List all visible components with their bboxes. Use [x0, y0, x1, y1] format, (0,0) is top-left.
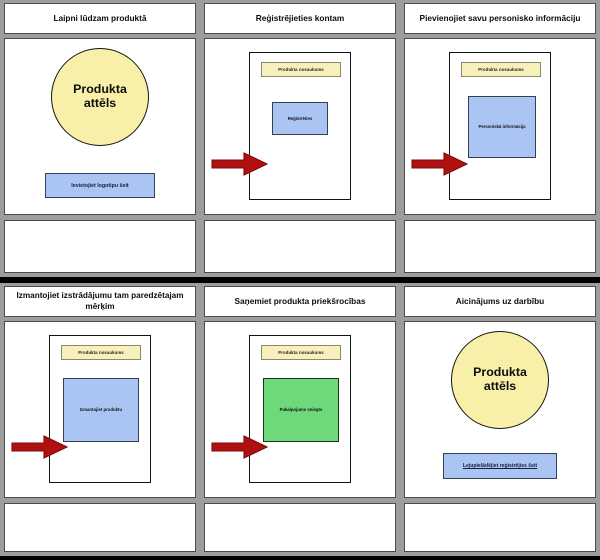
storyboard-row-bottom: Izmantojiet izstrādājumu tam paredzētaja…	[0, 283, 600, 556]
panel-title: Izmantojiet izstrādājumu tam paredzētaja…	[4, 286, 196, 317]
use-product-screen-box[interactable]: Izmantojiet produktu	[63, 378, 139, 442]
bottom-band	[0, 556, 600, 560]
right-arrow-icon	[211, 152, 269, 176]
product-name-tag: Produkta nosaukums	[261, 345, 341, 360]
panel-title: Reģistrējieties kontam	[204, 3, 396, 34]
right-arrow-icon	[211, 435, 269, 459]
panel-title: Saņemiet produkta priekšrocības	[204, 286, 396, 317]
signup-screen-box[interactable]: Reģistrēties	[272, 102, 328, 135]
product-image-circle: Produkta attēls	[51, 48, 149, 146]
device-outline: Produkta nosaukums Personiskā informācij…	[449, 52, 551, 200]
panel-artboard[interactable]: Produkta attēls Lejupielādējiet reģistrē…	[404, 321, 596, 498]
logo-placeholder-label: Ievietojiet logotipu šeit	[71, 182, 129, 189]
logo-placeholder-box[interactable]: Ievietojiet logotipu šeit	[45, 173, 155, 198]
right-arrow-icon	[411, 152, 469, 176]
product-image-circle: Produkta attēls	[451, 331, 549, 429]
call-to-action-box[interactable]: Lejupielādējiet reģistrējies šeit	[443, 453, 557, 479]
storyboard-panel-cta[interactable]: Aicinājums uz darbību Produkta attēls Le…	[400, 283, 600, 556]
device-outline: Produkta nosaukums Pakalpojums sniegts	[249, 335, 351, 483]
panel-artboard[interactable]: Produkta nosaukums Reģistrēties	[204, 38, 396, 215]
storyboard-panel-use-product[interactable]: Izmantojiet izstrādājumu tam paredzētaja…	[0, 283, 200, 556]
storyboard-panel-signup[interactable]: Reģistrējieties kontam Produkta nosaukum…	[200, 0, 400, 277]
panel-artboard[interactable]: Produkta nosaukums Personiskā informācij…	[404, 38, 596, 215]
circle-text-line-2: attēls	[83, 96, 117, 110]
product-name-tag: Produkta nosaukums	[461, 62, 541, 77]
storyboard-panel-welcome[interactable]: Laipni lūdzam produktā Produkta attēls I…	[0, 0, 200, 277]
benefits-screen-box[interactable]: Pakalpojums sniegts	[263, 378, 339, 442]
personal-info-screen-box[interactable]: Personiskā informācija	[468, 96, 536, 158]
storyboard-row-top: Laipni lūdzam produktā Produkta attēls I…	[0, 0, 600, 277]
row-divider-band	[0, 277, 600, 283]
circle-text-line-1: Produkta	[473, 365, 527, 380]
device-outline: Produkta nosaukums Reģistrēties	[249, 52, 351, 200]
signup-screen-label: Reģistrēties	[287, 115, 313, 121]
panel-notes-area[interactable]	[404, 503, 596, 552]
storyboard-panel-benefits[interactable]: Saņemiet produkta priekšrocības Produkta…	[200, 283, 400, 556]
call-to-action-link[interactable]: Lejupielādējiet reģistrējies šeit	[462, 463, 538, 469]
personal-info-screen-label: Personiskā informācija	[478, 124, 526, 130]
panel-notes-area[interactable]	[4, 220, 196, 273]
panel-title: Pievienojiet savu personisko informāciju	[404, 3, 596, 34]
storyboard-panel-personal-info[interactable]: Pievienojiet savu personisko informāciju…	[400, 0, 600, 277]
circle-text-line-2: attēls	[483, 379, 517, 393]
device-outline: Produkta nosaukums Izmantojiet produktu	[49, 335, 151, 483]
use-product-screen-label: Izmantojiet produktu	[79, 407, 123, 413]
panel-artboard[interactable]: Produkta attēls Ievietojiet logotipu šei…	[4, 38, 196, 215]
product-name-tag: Produkta nosaukums	[261, 62, 341, 77]
panel-title: Laipni lūdzam produktā	[4, 3, 196, 34]
right-arrow-icon	[11, 435, 69, 459]
panel-artboard[interactable]: Produkta nosaukums Izmantojiet produktu	[4, 321, 196, 498]
panel-notes-area[interactable]	[4, 503, 196, 552]
panel-notes-area[interactable]	[204, 503, 396, 552]
benefits-screen-label: Pakalpojums sniegts	[279, 407, 323, 413]
panel-title: Aicinājums uz darbību	[404, 286, 596, 317]
panel-notes-area[interactable]	[204, 220, 396, 273]
panel-artboard[interactable]: Produkta nosaukums Pakalpojums sniegts	[204, 321, 396, 498]
product-name-tag: Produkta nosaukums	[61, 345, 141, 360]
circle-text-line-1: Produkta	[73, 82, 127, 97]
panel-notes-area[interactable]	[404, 220, 596, 273]
